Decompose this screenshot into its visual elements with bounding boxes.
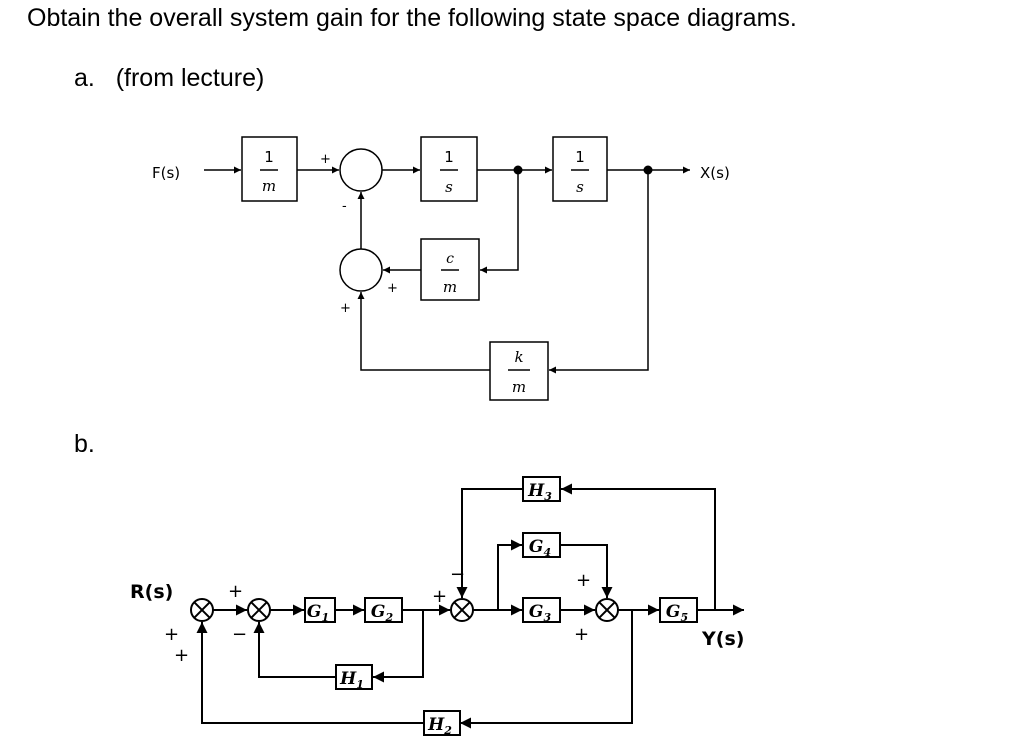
block-g3-label: G3 bbox=[529, 602, 552, 624]
sign-sum2-plus-bottom: + bbox=[340, 301, 351, 316]
question-text: Obtain the overall system gain for the f… bbox=[27, 4, 797, 32]
wire-h1-to-s2 bbox=[253, 622, 336, 678]
block-g4 bbox=[522, 532, 561, 558]
sign-s4-top: + bbox=[576, 570, 591, 591]
block-km-num: k bbox=[514, 348, 523, 366]
wire-km-to-sum2 bbox=[357, 292, 490, 371]
block-integrator-2 bbox=[552, 136, 608, 202]
sign-s2-bottom: − bbox=[232, 624, 247, 645]
block-cm-den: m bbox=[443, 278, 457, 296]
sign-sum2-plus-right: + bbox=[387, 281, 398, 296]
wire-g4-to-s4 bbox=[560, 544, 613, 598]
part-b-label: b. bbox=[74, 430, 95, 458]
summing-junction-s4 bbox=[595, 598, 619, 622]
sign-s4-bottom: + bbox=[574, 624, 589, 645]
wire-h2-to-s1 bbox=[196, 622, 424, 724]
block-1-over-m-den: m bbox=[262, 177, 276, 195]
block-km-den: m bbox=[512, 378, 526, 396]
block-1-over-m bbox=[241, 136, 298, 202]
wire-to-h1 bbox=[373, 610, 424, 683]
summing-junction-2 bbox=[339, 248, 383, 292]
block-g4-label: G4 bbox=[529, 537, 551, 559]
summing-junction-s3 bbox=[450, 598, 474, 622]
input-label-r: R(s) bbox=[130, 581, 173, 603]
wire-position-to-km bbox=[549, 170, 649, 374]
block-h2-label: H2 bbox=[427, 715, 452, 737]
sign-s1-left: + bbox=[164, 624, 179, 645]
sign-s1-bottom: + bbox=[174, 645, 189, 666]
part-a-label: a. (from lecture) bbox=[74, 64, 265, 92]
block-h3-label: H3 bbox=[527, 481, 552, 503]
wire-h3-to-s3 bbox=[456, 488, 523, 598]
block-int2-den: s bbox=[576, 178, 584, 196]
wire-to-g4 bbox=[497, 539, 522, 610]
sign-s3-left: + bbox=[432, 586, 447, 607]
block-1-over-m-num: 1 bbox=[264, 148, 274, 166]
block-h1 bbox=[335, 664, 373, 690]
wire-to-h2 bbox=[460, 610, 633, 729]
block-g3 bbox=[522, 597, 561, 623]
block-h3 bbox=[522, 476, 561, 502]
summing-junction-1 bbox=[339, 148, 383, 192]
block-g5 bbox=[659, 597, 698, 623]
block-h1-label: H1 bbox=[339, 669, 364, 691]
block-g1-label: G1 bbox=[307, 602, 329, 624]
sign-sum1-plus: + bbox=[320, 152, 331, 167]
summing-junction-s2 bbox=[247, 598, 271, 622]
sign-s1-top: + bbox=[228, 581, 243, 602]
block-integrator-1 bbox=[420, 136, 478, 202]
block-int2-num: 1 bbox=[575, 148, 585, 166]
output-label-y: Y(s) bbox=[701, 628, 744, 650]
summing-junction-s1 bbox=[190, 598, 214, 622]
block-int1-num: 1 bbox=[444, 148, 454, 166]
diagram-a: F(s) 1 m + - 1 s 1 s X(s) c m + + bbox=[152, 136, 730, 401]
block-int1-den: s bbox=[445, 178, 453, 196]
diagram-b: R(s) + + + − + − + + bbox=[130, 476, 744, 737]
block-k-over-m bbox=[489, 341, 549, 401]
sign-sum1-minus: - bbox=[342, 199, 347, 214]
block-g5-label: G5 bbox=[666, 602, 688, 624]
input-label-f: F(s) bbox=[152, 164, 180, 182]
wire-velocity-to-cm bbox=[480, 170, 519, 274]
output-label-x: X(s) bbox=[700, 164, 730, 182]
wire-output-to-h3 bbox=[561, 483, 716, 610]
block-g2-label: G2 bbox=[371, 602, 394, 624]
block-cm-num: c bbox=[446, 251, 454, 267]
